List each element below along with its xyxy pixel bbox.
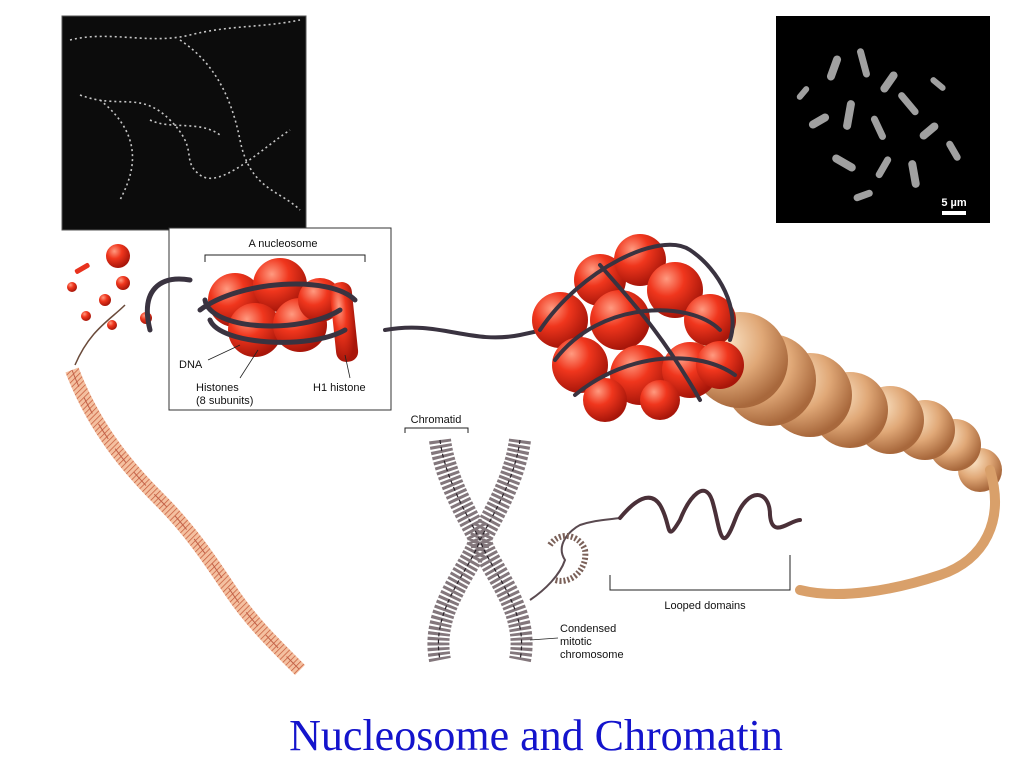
nucleosome-cluster xyxy=(532,234,744,422)
chromatid-label: Chromatid xyxy=(411,414,462,426)
scale-bar-label: 5 µm xyxy=(941,197,967,209)
histones-subunits-label: (8 subunits) xyxy=(196,395,253,407)
free-histones xyxy=(67,244,152,330)
looped-domains: Looped domains xyxy=(609,488,802,612)
slide-title: Nucleosome and Chromatin xyxy=(289,711,783,760)
chromosome-label: chromosome xyxy=(560,649,624,661)
dna-double-helix xyxy=(65,304,305,675)
condensed-chromosome-callout: Condensed mitotic chromosome xyxy=(529,623,624,661)
looped-domains-label: Looped domains xyxy=(664,600,746,612)
mitotic-label: mitotic xyxy=(560,636,592,648)
chromatid: Chromatid xyxy=(404,414,533,663)
nucleosome-inset: A nucleosome DNA Histones (8 subunits) H… xyxy=(144,227,392,411)
scale-bar xyxy=(942,211,966,215)
h1-histone-label: H1 histone xyxy=(313,382,366,394)
electron-micrograph xyxy=(61,15,307,231)
histones-label: Histones xyxy=(196,382,239,394)
coiled-fiber xyxy=(529,517,621,601)
chromatin-fiber xyxy=(692,312,1002,599)
h1-histone-shape xyxy=(329,282,359,362)
dna-label: DNA xyxy=(179,359,203,371)
fluorescence-micrograph: 5 µm xyxy=(776,16,990,223)
nucleosome-heading: A nucleosome xyxy=(248,238,317,250)
condensed-label: Condensed xyxy=(560,623,616,635)
